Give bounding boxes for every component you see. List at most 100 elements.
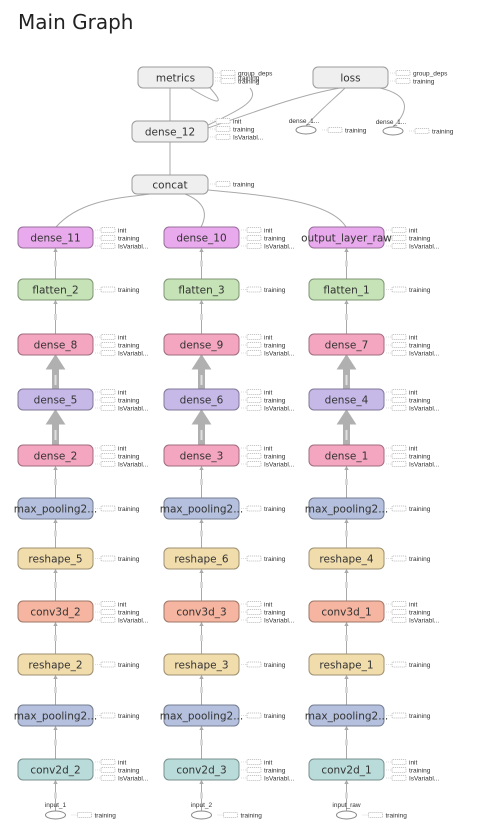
input-node-col2[interactable]: input_2 (191, 802, 213, 820)
aux-col2-row4-isvariable[interactable]: IsVariabl... (241, 405, 294, 412)
node-col3-row6[interactable]: max_pooling2... (305, 497, 389, 520)
aux-col2-row3-isvariable[interactable]: IsVariabl... (241, 350, 294, 357)
aux-col3-row3-init[interactable]: init (386, 334, 418, 341)
aux-col3-row4-isvariable[interactable]: IsVariabl... (386, 405, 439, 412)
node-col2-row5[interactable]: dense_3 (163, 444, 240, 467)
aux-col3-row10-training[interactable]: training (386, 712, 431, 720)
node-col2-row11[interactable]: conv2d_3 (163, 758, 240, 781)
aux-col1-row10-training[interactable]: training (95, 712, 140, 720)
input-node-col3[interactable]: input_raw (332, 802, 361, 820)
node-col2-row2[interactable]: flatten_3 (163, 278, 240, 301)
aux-col1-row5-init[interactable]: init (95, 445, 127, 452)
aux-col2-row1-training[interactable]: training (241, 235, 286, 242)
node-col2-row8[interactable]: conv3d_3 (163, 600, 240, 623)
aux-col3-row1-init[interactable]: init (386, 227, 418, 234)
aux-loss-group-deps[interactable]: group_deps (390, 70, 448, 77)
aux-dense-12-training[interactable]: training (210, 126, 255, 133)
aux-col3-row2-training[interactable]: training (386, 286, 431, 294)
aux-col2-row10-training[interactable]: training (241, 712, 286, 720)
node-col2-row1[interactable]: dense_10 (163, 226, 240, 249)
node-col1-row4[interactable]: dense_5 (17, 388, 94, 411)
aux-col2-row1-isvariable[interactable]: IsVariabl... (241, 243, 294, 250)
node-col3-row3[interactable]: dense_7 (308, 333, 385, 356)
node-col2-row9[interactable]: reshape_3 (163, 653, 240, 676)
node-col1-row8[interactable]: conv3d_2 (17, 600, 94, 623)
node-col3-row5[interactable]: dense_1 (308, 444, 385, 467)
aux-col2-row5-isvariable[interactable]: IsVariabl... (241, 461, 294, 468)
node-col3-row4[interactable]: dense_4 (308, 388, 385, 411)
aux-col3-row8-init[interactable]: init (386, 601, 418, 608)
node-col3-row11[interactable]: conv2d_1 (308, 758, 385, 781)
aux-input-col2[interactable]: training (217, 812, 263, 819)
aux-col1-row4-isvariable[interactable]: IsVariabl... (95, 405, 148, 412)
aux-col2-row8-isvariable[interactable]: IsVariabl... (241, 617, 294, 624)
aux-col3-row3-training[interactable]: training (386, 342, 431, 349)
aux-metrics-group-deps[interactable]: group_deps (215, 70, 273, 77)
aux-col3-row5-init[interactable]: init (386, 445, 418, 452)
aux-col1-row4-training[interactable]: training (95, 397, 140, 404)
aux-loss-training2[interactable]: training (390, 78, 435, 85)
aux-col3-row5-training[interactable]: training (386, 453, 431, 460)
aux-col2-row6-training[interactable]: training (241, 505, 286, 513)
aux-col2-row3-init[interactable]: init (241, 334, 273, 341)
aux-col1-row8-isvariable[interactable]: IsVariabl... (95, 617, 148, 624)
node-col2-row7[interactable]: reshape_6 (163, 547, 240, 570)
aux-col2-row11-init[interactable]: init (241, 759, 273, 766)
aux-col1-row8-init[interactable]: init (95, 601, 127, 608)
node-metrics[interactable]: metrics (137, 66, 214, 89)
aux-col2-row4-training[interactable]: training (241, 397, 286, 404)
input-node-col1[interactable]: input_1 (45, 802, 67, 820)
aux-col1-row3-init[interactable]: init (95, 334, 127, 341)
aux-col1-row8-training[interactable]: training (95, 609, 140, 616)
aux-dense-1-right[interactable]: training (409, 128, 454, 135)
node-col3-row10[interactable]: max_pooling2... (305, 704, 389, 727)
node-col1-row5[interactable]: dense_2 (17, 444, 94, 467)
node-col1-row1[interactable]: dense_11 (17, 226, 94, 249)
node-col1-row9[interactable]: reshape_2 (17, 653, 94, 676)
aux-col2-row1-init[interactable]: init (241, 227, 273, 234)
aux-col1-row2-training[interactable]: training (95, 286, 140, 294)
node-col2-row10[interactable]: max_pooling2... (160, 704, 244, 727)
aux-col1-row4-init[interactable]: init (95, 389, 127, 396)
node-col2-row6[interactable]: max_pooling2... (160, 497, 244, 520)
aux-col2-row8-training[interactable]: training (241, 609, 286, 616)
node-col1-row3[interactable]: dense_8 (17, 333, 94, 356)
node-concat[interactable]: concat (131, 174, 209, 195)
aux-col1-row11-isvariable[interactable]: IsVariabl... (95, 775, 148, 782)
aux-col2-row4-init[interactable]: init (241, 389, 273, 396)
aux-col3-row11-init[interactable]: init (386, 759, 418, 766)
node-col3-row2[interactable]: flatten_1 (308, 278, 385, 301)
aux-col1-row5-isvariable[interactable]: IsVariabl... (95, 461, 148, 468)
aux-col1-row3-training[interactable]: training (95, 342, 140, 349)
aux-col2-row11-isvariable[interactable]: IsVariabl... (241, 775, 294, 782)
aux-col1-row11-training[interactable]: training (95, 767, 140, 774)
aux-col1-row1-init[interactable]: init (95, 227, 127, 234)
aux-col2-row9-training[interactable]: training (241, 661, 286, 669)
aux-col1-row6-training[interactable]: training (95, 505, 140, 513)
aux-concat-training[interactable]: training (210, 181, 255, 188)
aux-col1-row1-training[interactable]: training (95, 235, 140, 242)
node-col3-row9[interactable]: reshape_1 (308, 653, 385, 676)
node-col1-row11[interactable]: conv2d_2 (17, 758, 94, 781)
aux-col1-row3-isvariable[interactable]: IsVariabl... (95, 350, 148, 357)
node-col1-row6[interactable]: max_pooling2... (14, 497, 98, 520)
aux-input-col3[interactable]: training (362, 812, 408, 819)
node-col1-row10[interactable]: max_pooling2... (14, 704, 98, 727)
node-col1-row7[interactable]: reshape_5 (17, 547, 94, 570)
node-col3-row7[interactable]: reshape_4 (308, 547, 385, 570)
aux-col2-row2-training[interactable]: training (241, 286, 286, 294)
aux-col2-row7-training[interactable]: training (241, 555, 286, 563)
node-col3-row1[interactable]: output_layer_raw (301, 226, 392, 249)
aux-input-col1[interactable]: training (71, 812, 117, 819)
node-col2-row3[interactable]: dense_9 (163, 333, 240, 356)
aux-col1-row5-training[interactable]: training (95, 453, 140, 460)
aux-col2-row5-training[interactable]: training (241, 453, 286, 460)
node-dense-1-right[interactable]: dense_1... (376, 119, 407, 136)
node-loss[interactable]: loss (312, 66, 389, 89)
aux-col3-row4-init[interactable]: init (386, 389, 418, 396)
aux-col1-row7-training[interactable]: training (95, 555, 140, 563)
aux-col3-row6-training[interactable]: training (386, 505, 431, 513)
aux-col2-row5-init[interactable]: init (241, 445, 273, 452)
aux-col2-row11-training[interactable]: training (241, 767, 286, 774)
aux-col3-row1-isvariable[interactable]: IsVariabl... (386, 243, 439, 250)
